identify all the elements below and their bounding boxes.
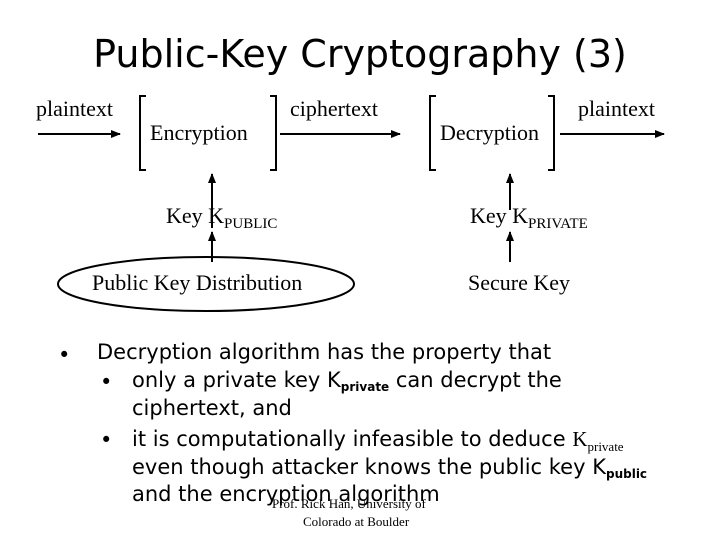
footer-line1: Prof. Rick Han, University of <box>272 496 426 511</box>
secure-key-label: Secure Key <box>468 270 571 295</box>
sub-bullet-1-line2: ciphertext, and <box>132 396 292 420</box>
ciphertext-label: ciphertext <box>290 96 378 121</box>
decryption-box-right-bracket <box>548 95 555 171</box>
sub-bullet-2-line3: and the encryption algorithm <box>132 482 440 506</box>
decryption-box-left-bracket <box>429 95 436 171</box>
decryption-label: Decryption <box>440 120 539 145</box>
encryption-box-right-bracket <box>270 95 277 171</box>
plaintext-output-label: plaintext <box>578 96 655 121</box>
bullet-main: • <box>58 343 71 367</box>
sub-bullet-1: • <box>100 370 113 394</box>
plaintext-input-label: plaintext <box>36 96 113 121</box>
sub-bullet-2-text: it is computationally infeasible to dedu… <box>132 427 624 454</box>
public-key-label: Key KPUBLIC <box>166 203 278 232</box>
sub-bullet-2-line2: even though attacker knows the public ke… <box>132 455 648 481</box>
footer-line2: Colorado at Boulder <box>303 514 410 529</box>
encryption-label: Encryption <box>150 120 248 145</box>
sub-bullet-1-text: only a private key Kprivate can decrypt … <box>132 368 562 394</box>
public-key-distribution-ellipse <box>57 256 355 312</box>
sub-bullet-2: • <box>100 428 113 452</box>
encryption-box-left-bracket <box>139 95 146 171</box>
page-title: Public-Key Cryptography (3) <box>93 32 627 76</box>
bullet-main-text: Decryption algorithm has the property th… <box>97 340 552 364</box>
public-key-distribution-label: Public Key Distribution <box>92 270 303 295</box>
private-key-label: Key KPRIVATE <box>470 203 588 232</box>
